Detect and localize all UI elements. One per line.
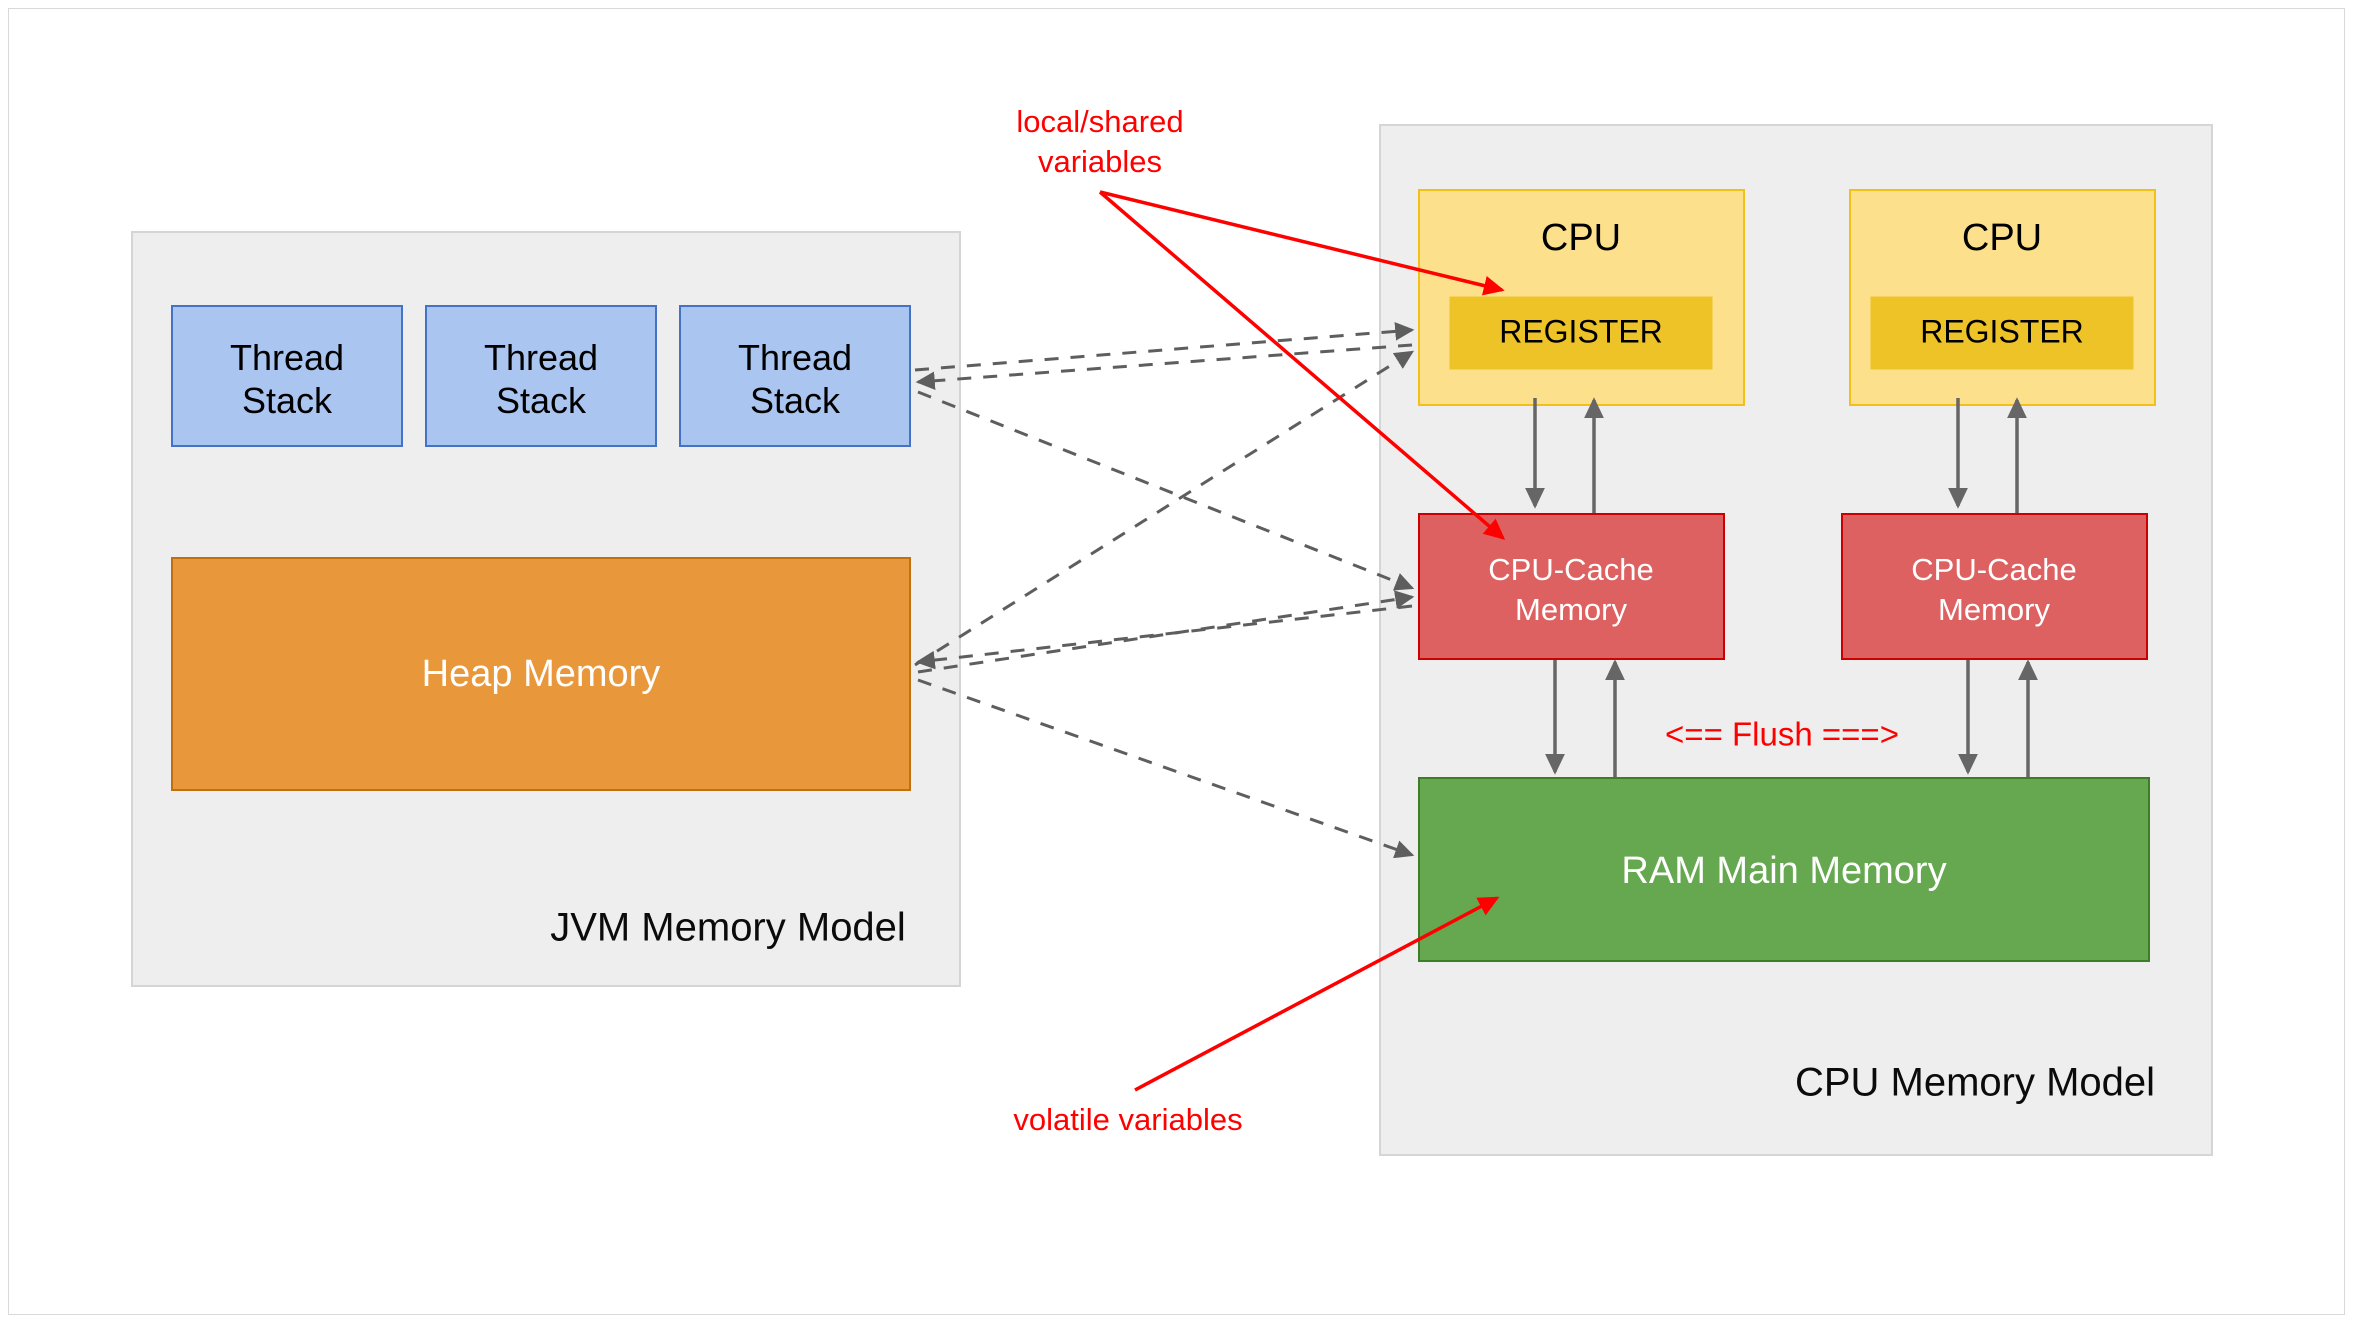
heap-to-register-arrow <box>914 350 1415 667</box>
thread-stack-label-3-line1: Thread <box>738 337 852 378</box>
heap-memory-box[interactable]: Heap Memory <box>171 557 911 791</box>
local-shared-variables-label-line1: local/shared <box>1016 104 1183 139</box>
register-label-1: REGISTER <box>1499 313 1663 349</box>
heap-to-cache-arrow <box>917 590 1415 674</box>
cpu-cache-rect-2 <box>1841 513 2148 660</box>
thread-stack-box-2[interactable]: Thread Stack <box>425 305 657 447</box>
cpu-box-1[interactable]: CPU REGISTER <box>1418 189 1745 406</box>
cpu-panel-title: CPU Memory Model <box>1795 1061 2155 1105</box>
local-shared-to-register-arrow <box>1099 190 1505 296</box>
thread-stack-box-1[interactable]: Thread Stack <box>171 305 403 447</box>
cross-panel-dashed-links <box>914 322 1415 859</box>
register-to-threadstack-arrow <box>915 343 1413 391</box>
jvm-memory-model-panel: Thread Stack Thread Stack Thread Stack H… <box>131 231 961 987</box>
thread-stack-label-1-line2: Stack <box>242 380 333 421</box>
cpu-box-2[interactable]: CPU REGISTER <box>1849 189 2156 406</box>
register-label-2: REGISTER <box>1920 313 2084 349</box>
register-rect-1 <box>1449 296 1713 370</box>
register-rect-2 <box>1870 296 2134 370</box>
cpu-cache-box-2[interactable]: CPU-Cache Memory <box>1841 513 2148 660</box>
volatile-variables-annotation: volatile variables <box>1013 896 1500 1137</box>
local-shared-variables-annotation: local/shared variables <box>1016 104 1506 540</box>
cpu-label-2: CPU <box>1962 217 2042 259</box>
cpu-cache-label-2-line1: CPU-Cache <box>1911 552 2076 587</box>
thread-stack-label-3-line2: Stack <box>750 380 841 421</box>
thread-stack-box-3[interactable]: Thread Stack <box>679 305 911 447</box>
thread-stack-label-2-line1: Thread <box>484 337 598 378</box>
cache-to-heap-arrow <box>915 604 1413 670</box>
thread-stack-rect-1 <box>171 305 403 447</box>
thread-stack-label-2-line2: Stack <box>496 380 587 421</box>
threadstack-to-cache-arrow <box>917 390 1415 591</box>
ram-main-memory-box[interactable]: RAM Main Memory <box>1418 777 2150 962</box>
cpu-cache-label-2-line2: Memory <box>1938 592 2050 627</box>
threadstack-to-register-arrow <box>914 322 1415 372</box>
heap-memory-label: Heap Memory <box>422 653 661 695</box>
jvm-panel-title: JVM Memory Model <box>550 906 906 950</box>
local-shared-to-cache-arrow <box>1098 190 1506 540</box>
volatile-to-ram-arrow <box>1134 896 1500 1092</box>
cpu-memory-model-panel: CPU REGISTER CPU REGISTER CPU-Cache Memo… <box>1379 124 2213 1156</box>
volatile-variables-label: volatile variables <box>1013 1102 1242 1137</box>
thread-stack-label-1-line1: Thread <box>230 337 344 378</box>
thread-stack-rect-3 <box>679 305 911 447</box>
ram-main-memory-rect <box>1418 777 2150 962</box>
flush-label: <== Flush ===> <box>1665 716 1899 753</box>
heap-to-ram-arrow <box>917 678 1415 859</box>
heap-memory-rect <box>171 557 911 791</box>
ram-main-memory-label: RAM Main Memory <box>1621 850 1946 892</box>
local-shared-variables-label-line2: variables <box>1038 144 1162 179</box>
cpu-cache-rect-1 <box>1418 513 1725 660</box>
cpu-cache-label-1-line2: Memory <box>1515 592 1627 627</box>
cpu-cache-label-1-line1: CPU-Cache <box>1488 552 1653 587</box>
cpu-label-1: CPU <box>1541 217 1621 259</box>
thread-stack-rect-2 <box>425 305 657 447</box>
cpu-cache-box-1[interactable]: CPU-Cache Memory <box>1418 513 1725 660</box>
